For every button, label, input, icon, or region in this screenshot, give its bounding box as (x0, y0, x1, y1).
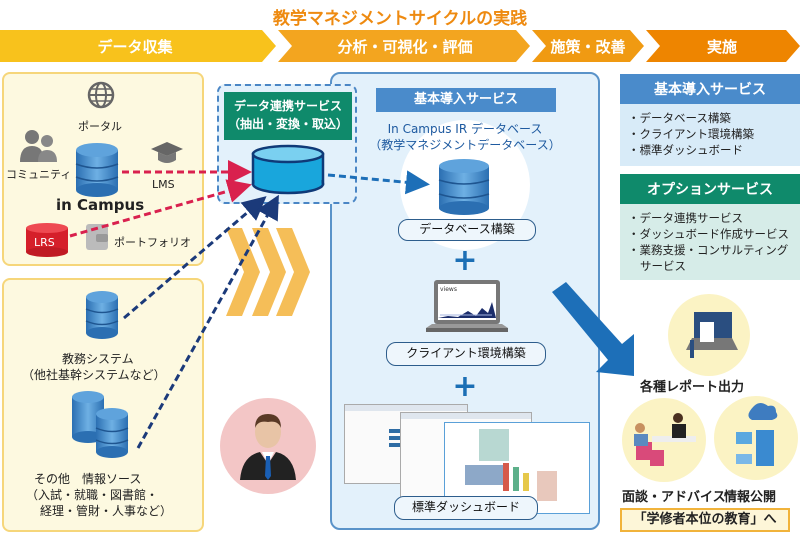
portal-label: ポータル (78, 120, 122, 133)
advice-label: 面談・アドバイス (622, 490, 726, 505)
basic-item: データベース構築 (628, 110, 792, 126)
basic-item: クライアント環境構築 (628, 126, 792, 142)
person-icon (240, 414, 296, 480)
data-integration-label: データ連携サービス （抽出・変換・取込） (224, 92, 352, 140)
advice-circle (622, 398, 706, 482)
right-basic-header: 基本導入サービス (620, 74, 800, 104)
step-database-build: データベース構築 (398, 219, 536, 241)
phase-label-analyze: 分析・可視化・評価 (337, 37, 473, 56)
phase-arrow-collect (0, 30, 276, 62)
report-output-label: 各種レポート出力 (640, 380, 745, 395)
other-sources-note1: （入試・就職・図書館・ (26, 488, 159, 502)
data-integration-line1: データ連携サービス (233, 99, 342, 113)
learner-centered-badge: 「学修者本位の教育」へ (620, 508, 790, 532)
plus-icon: + (452, 369, 478, 404)
ir-db-title: In Campus IR データベース (387, 122, 543, 136)
basic-service-header: 基本導入サービス (376, 88, 556, 112)
laptop-screen-text: views (440, 286, 457, 293)
portfolio-label: ポートフォリオ (114, 236, 191, 249)
phase-arrow-analyze (278, 30, 530, 62)
disclosure-circle (714, 396, 798, 480)
option-item-continued-text: サービス (640, 259, 686, 273)
community-icon (20, 130, 57, 162)
plus-icon: + (452, 243, 478, 278)
academic-system-database-icon (85, 291, 119, 339)
option-item: 業務支援・コンサルティング (628, 242, 792, 258)
option-item-continued: サービス (628, 258, 792, 274)
step-standard-dashboard: 標準ダッシュボード (394, 496, 538, 520)
in-campus-database-icon (75, 143, 119, 197)
ir-db-subtitle: （教学マネジメントデータベース） (369, 138, 561, 152)
lms-label: LMS (152, 178, 175, 191)
right-basic-list: データベース構築 クライアント環境構築 標準ダッシュボード (620, 104, 800, 166)
right-option-header: オプションサービス (620, 174, 800, 204)
academic-system-note: （他社基幹システムなど） (22, 368, 166, 382)
link-other-to-integration (136, 194, 279, 449)
lrs-database-icon (26, 223, 68, 257)
server-cloud-icon (736, 403, 778, 466)
disclosure-label: 情報公開 (724, 490, 777, 505)
basic-item: 標準ダッシュボード (628, 142, 792, 158)
other-sources-database-icon (72, 391, 129, 458)
data-integration-line2: （抽出・変換・取込） (227, 117, 348, 131)
right-option-list: データ連携サービス ダッシュボード作成サービス 業務支援・コンサルティング サー… (620, 204, 800, 280)
meeting-icon (634, 413, 696, 466)
phase-label-implement: 実施 (706, 37, 737, 56)
phase-label-collect: データ収集 (97, 37, 173, 56)
step-client-env: クライアント環境構築 (386, 342, 546, 366)
diagram-title: 教学マネジメントサイクルの実践 (272, 9, 528, 29)
academic-system-label: 教務システム (62, 352, 134, 366)
in-campus-label: in Campus (56, 196, 145, 214)
big-arrow-to-implement (552, 282, 634, 376)
link-integration-to-ir-db (327, 170, 430, 195)
other-sources-note2: 経理・管財・人事など） (40, 504, 173, 518)
option-item: ダッシュボード作成サービス (628, 226, 792, 242)
graduation-cap-icon (151, 142, 183, 163)
lrs-label: LRS (34, 236, 55, 249)
globe-icon (87, 81, 115, 109)
phase-bar (0, 30, 800, 62)
ir-database-icon (438, 159, 490, 215)
report-output-circle (668, 294, 750, 376)
laptop-icon (426, 280, 508, 332)
other-sources-label: その他 情報ソース (34, 472, 142, 486)
link-academic-to-integration (123, 196, 267, 320)
phase-arrow-implement (646, 30, 800, 62)
option-item: データ連携サービス (628, 210, 792, 226)
phase-label-improve: 施策・改善 (550, 37, 626, 56)
community-label: コミュニティ (6, 168, 72, 181)
phase-arrow-improve (532, 30, 644, 62)
chevron-arrows-icon (226, 228, 310, 316)
data-integration-cylinder-icon (251, 144, 325, 195)
link-lrs-to-integration (69, 179, 252, 238)
report-laptop-icon (686, 312, 738, 358)
